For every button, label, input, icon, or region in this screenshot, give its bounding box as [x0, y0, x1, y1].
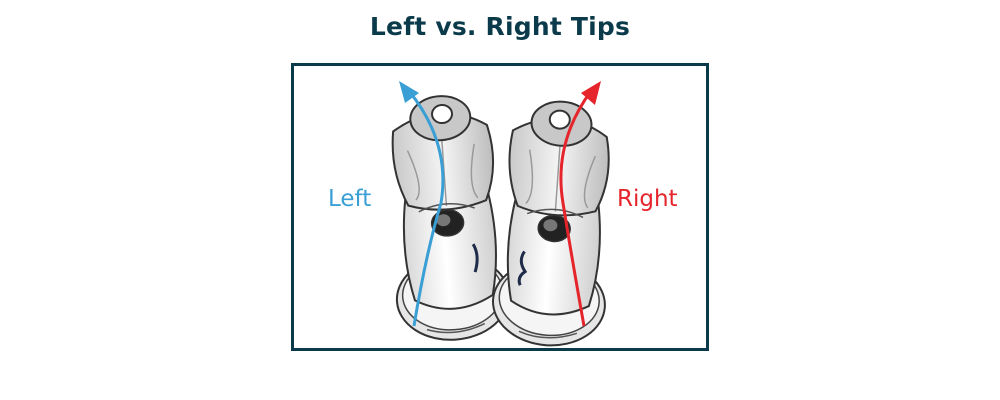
tips-illustration: [391, 81, 610, 347]
right-tip-shoe-icon: [492, 100, 610, 347]
right-arrow-icon: [559, 81, 601, 327]
left-arrow-icon: [399, 81, 445, 327]
left-label: Left: [328, 186, 372, 212]
right-label: Right: [617, 186, 678, 212]
diagram-title: Left vs. Right Tips: [369, 12, 631, 41]
